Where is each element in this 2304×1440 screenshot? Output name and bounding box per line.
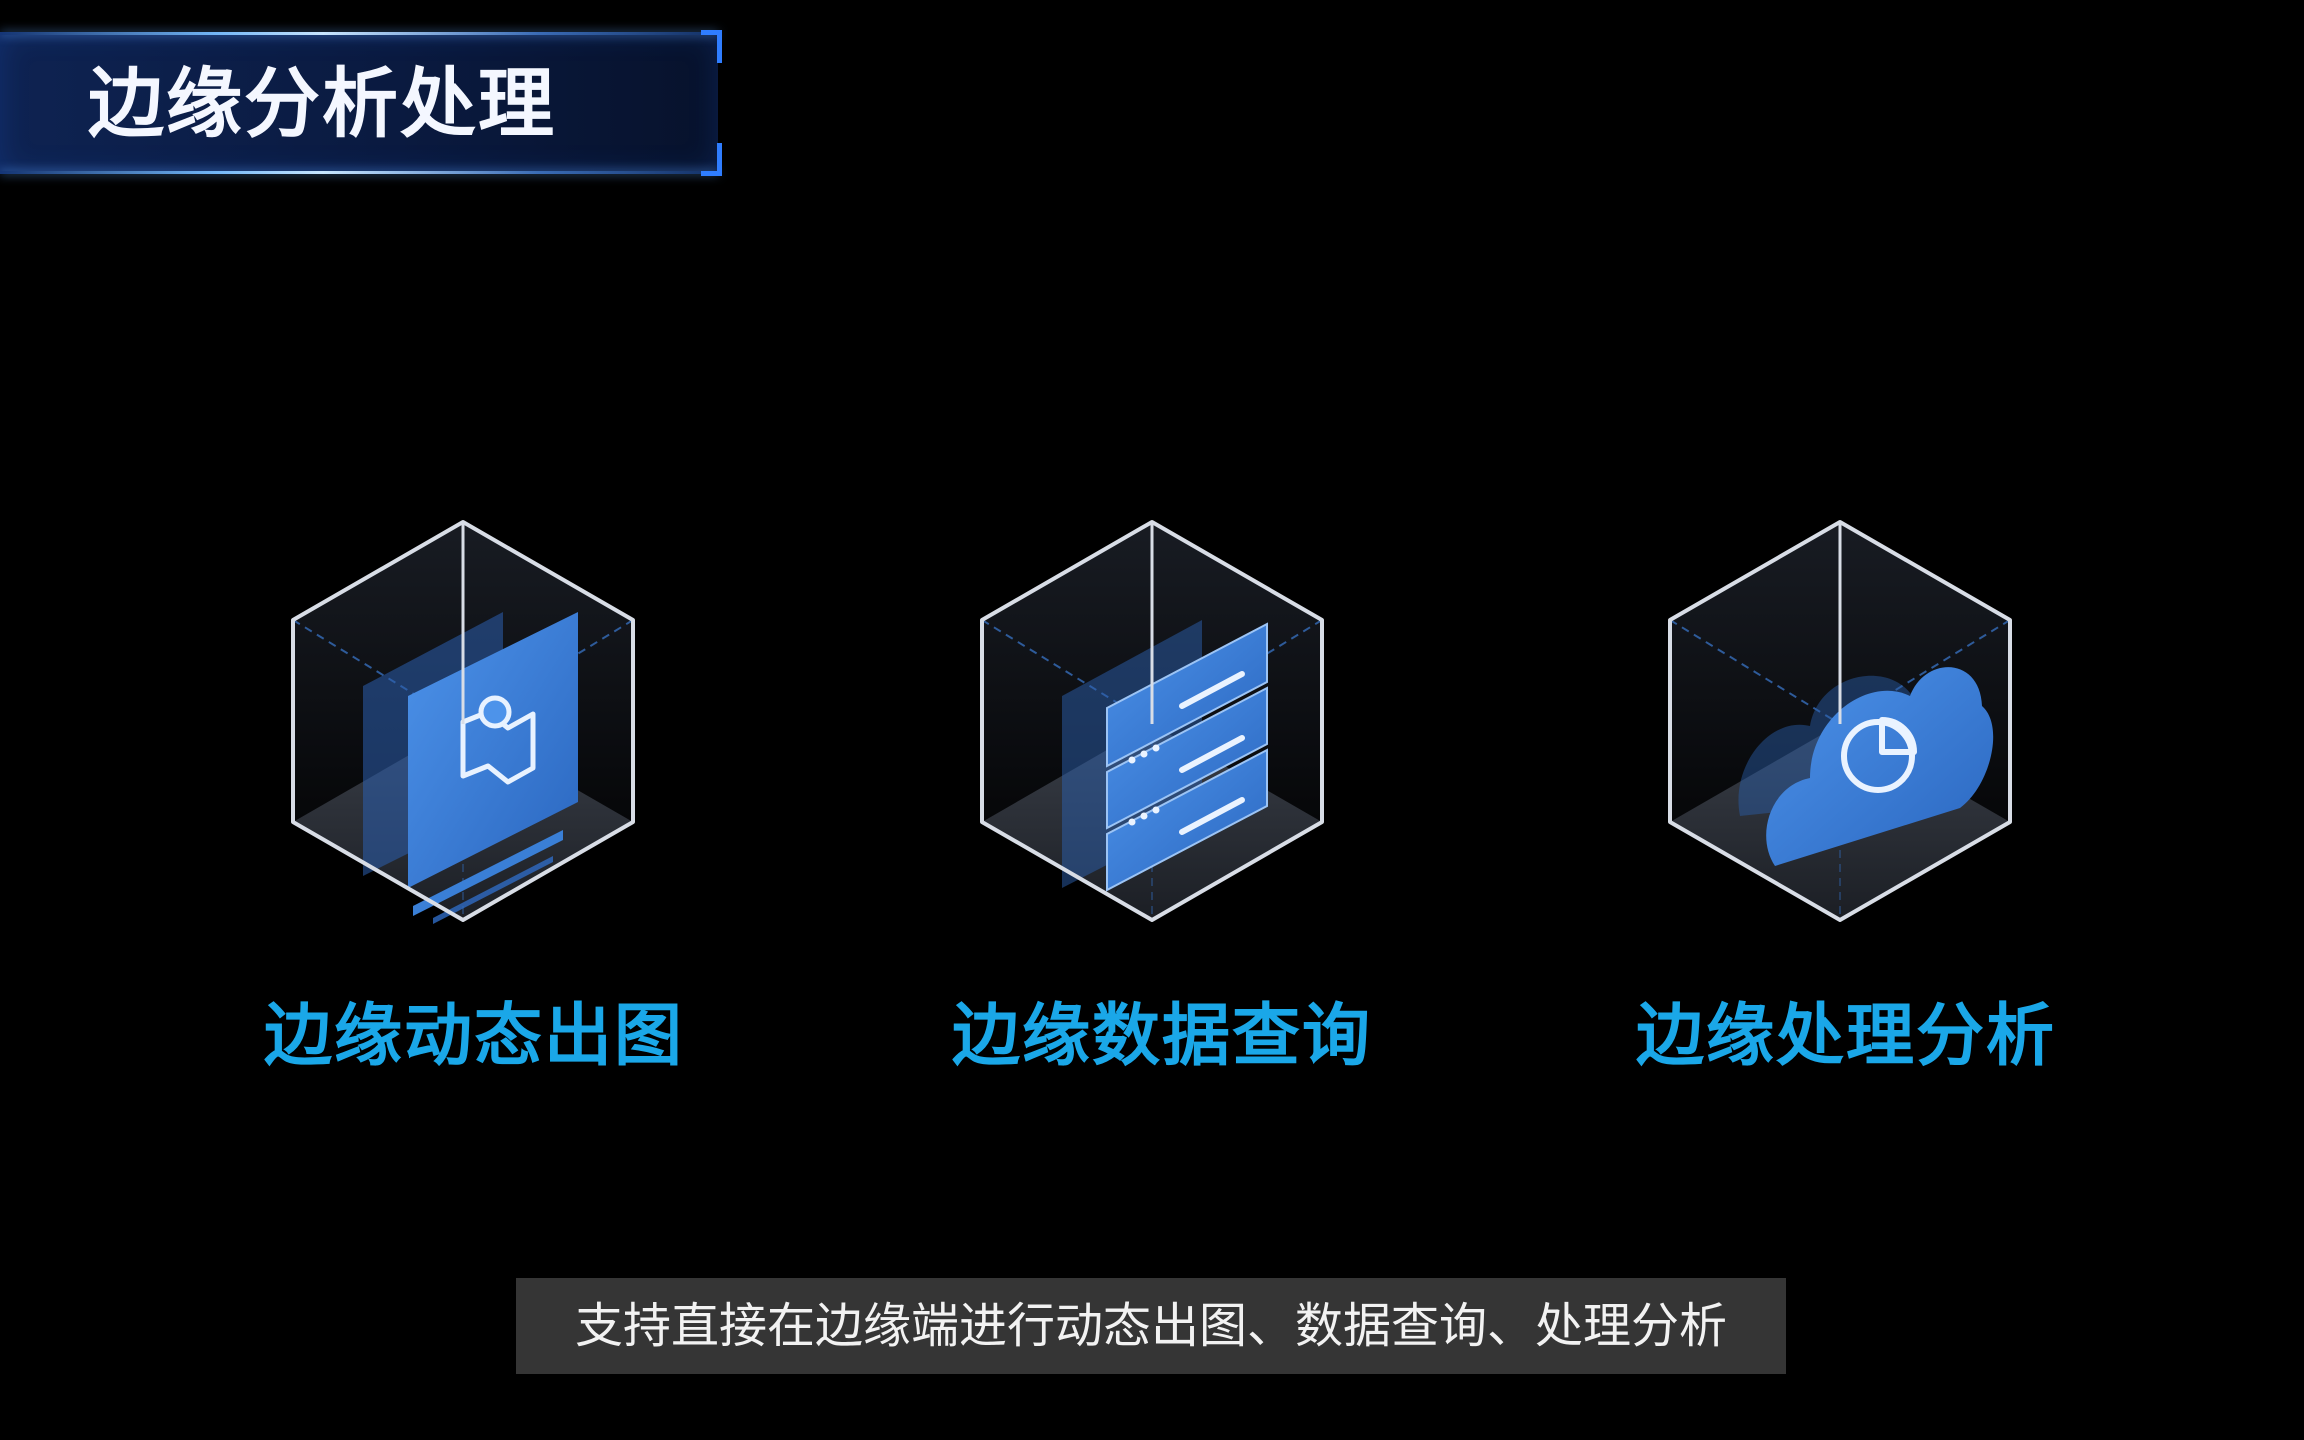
- page-title: 边缘分析处理: [88, 59, 556, 148]
- feature-cube-1: [283, 516, 643, 926]
- feature-label-2: 边缘数据查询: [951, 997, 1372, 1076]
- feature-label-1: 边缘动态出图: [263, 997, 684, 1076]
- title-banner: 边缘分析处理: [0, 30, 722, 176]
- database-list-icon: [980, 520, 1324, 922]
- bracket-corner-bottom: [701, 143, 722, 176]
- banner-glow-line-top: [0, 32, 718, 35]
- map-pin-document-icon: [291, 520, 635, 924]
- feature-cube-2: [972, 516, 1332, 926]
- feature-label-3: 边缘处理分析: [1635, 997, 2056, 1076]
- subtitle-caption: 支持直接在边缘端进行动态出图、数据查询、处理分析: [516, 1278, 1786, 1374]
- bracket-corner-top: [701, 30, 722, 63]
- banner-glow-line-bottom: [0, 171, 718, 174]
- feature-cube-3: [1660, 516, 2020, 926]
- cloud-pie-chart-icon: [1668, 520, 2012, 922]
